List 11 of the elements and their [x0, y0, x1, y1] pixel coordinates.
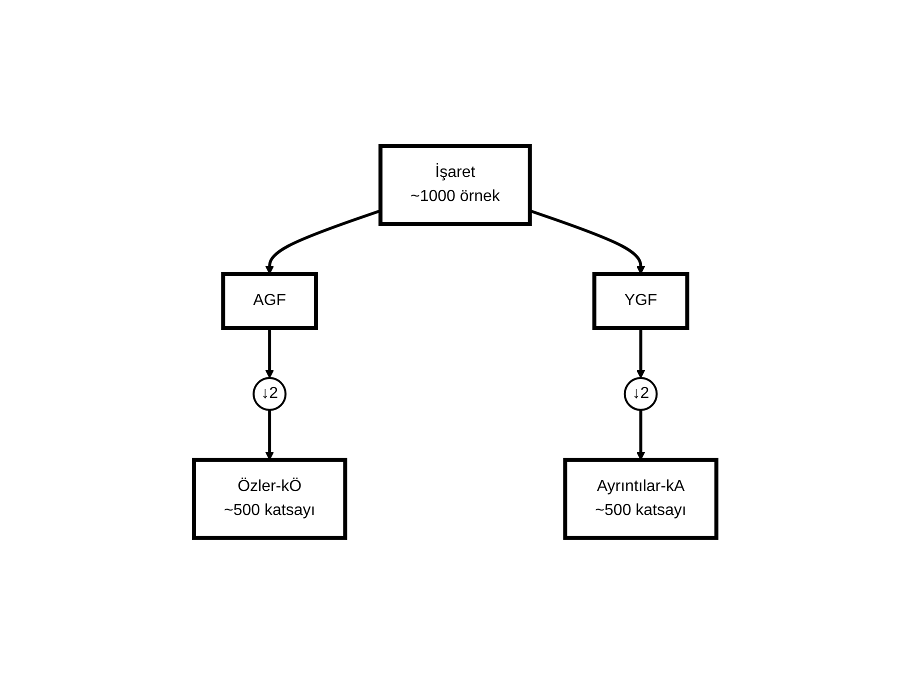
- arrow: [266, 410, 274, 460]
- arrow: [636, 328, 646, 378]
- node-circle: ↓2: [624, 377, 658, 411]
- node-box: Özler-kÖ ~500 katsayı: [192, 458, 348, 540]
- arrow: [266, 328, 274, 378]
- node-box: AGF: [221, 272, 318, 330]
- node-box: İşaret ~1000 örnek: [378, 144, 532, 226]
- node-box: YGF: [592, 272, 690, 330]
- node-box: Ayrıntılar-kA ~500 katsayı: [564, 458, 719, 540]
- arrow: [636, 410, 646, 460]
- node-circle: ↓2: [252, 377, 287, 411]
